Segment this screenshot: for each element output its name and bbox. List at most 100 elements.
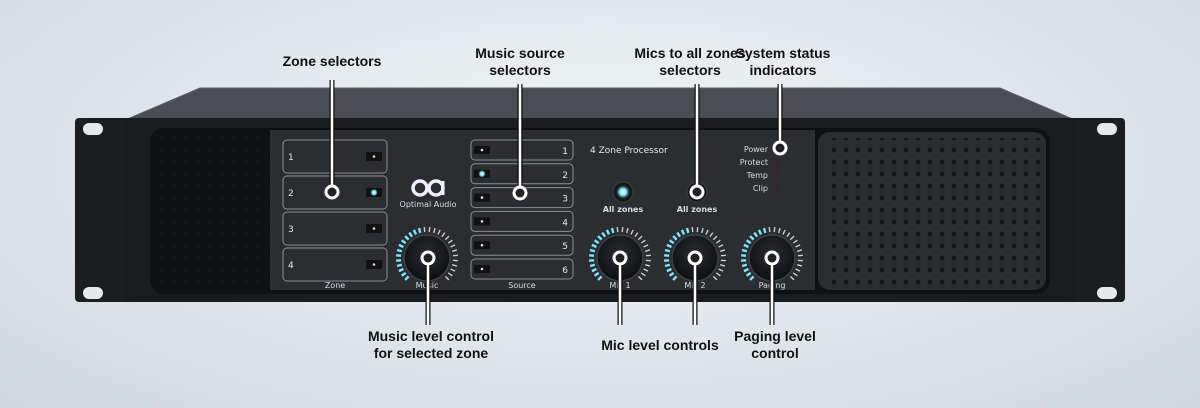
source-number: 1 — [562, 147, 568, 157]
leader-dot — [687, 250, 703, 266]
knob-tick — [786, 232, 791, 238]
status-led-icon — [774, 172, 780, 178]
knob-tick — [668, 239, 675, 245]
annotation-paging-level-2: control — [751, 345, 798, 361]
source-label: Source — [508, 281, 536, 290]
annotation-paging-level-1: Paging level — [734, 328, 816, 344]
knob-tick — [782, 229, 786, 235]
source-button-5[interactable]: 5 — [470, 234, 574, 256]
knob-tick — [676, 231, 682, 238]
knob-tick — [715, 272, 721, 277]
knob-tick — [637, 275, 643, 281]
knob-tick — [398, 243, 404, 249]
knob-tick — [412, 229, 418, 235]
chassis-top — [125, 88, 1075, 120]
knob-tick — [447, 272, 453, 277]
knob-tick — [626, 227, 629, 234]
knob-tick — [796, 264, 803, 267]
knob-tick — [672, 275, 678, 281]
knob-tick — [741, 263, 748, 268]
speaker-grille-right — [826, 138, 1040, 286]
knob-tick — [712, 275, 718, 281]
knob-tick — [796, 249, 803, 252]
rack-ear-right — [1065, 118, 1125, 302]
knob-tick — [601, 231, 607, 238]
knob-tick — [637, 235, 643, 241]
all-zones-label: All zones — [603, 205, 644, 214]
knob-tick — [447, 239, 453, 244]
source-button-6[interactable]: 6 — [470, 258, 574, 280]
zone-number: 2 — [288, 189, 294, 199]
knob-tick — [634, 232, 639, 238]
source-number: 5 — [562, 242, 568, 252]
knob-tick — [597, 275, 603, 281]
status-label: Clip — [753, 184, 768, 193]
brand-name: Optimal Audio — [400, 200, 457, 209]
status-indicator-clip: Clip — [753, 184, 780, 193]
source-led-icon — [480, 267, 484, 271]
zone-button-1[interactable]: 1 — [282, 139, 388, 174]
knob-tick — [789, 275, 795, 281]
annotation-mics-all-zones-1: Mics to all zones — [634, 45, 745, 61]
annotation-system-status-2: indicators — [750, 62, 817, 78]
knob-tick — [450, 268, 456, 272]
leader-dot — [324, 184, 340, 200]
knob-tick — [644, 249, 651, 252]
annotation-mics-all-zones-2: selectors — [659, 62, 721, 78]
knob-tick — [664, 248, 671, 253]
model-name: 4 Zone Processor — [590, 146, 668, 156]
all-zones-label: All zones — [677, 205, 718, 214]
knob-tick — [417, 227, 422, 234]
knob-tick — [712, 235, 718, 241]
zone-button-3[interactable]: 3 — [282, 211, 388, 246]
zone-label: Zone — [325, 281, 345, 290]
source-number: 6 — [562, 266, 568, 276]
annotation-music-level-2: for selected zone — [374, 345, 489, 361]
knob-tick — [433, 227, 436, 234]
source-led-icon — [480, 148, 484, 152]
knob-tick — [778, 227, 781, 234]
source-number: 3 — [562, 195, 568, 205]
knob-tick — [630, 229, 634, 235]
knob-tick — [705, 229, 709, 235]
knob-tick — [404, 275, 410, 281]
knob-tick — [396, 248, 403, 253]
knob-tick — [644, 264, 651, 267]
knob-tick — [666, 243, 672, 249]
knob-tick — [666, 267, 672, 273]
speaker-grille-left — [158, 136, 270, 286]
all-zones-button-1[interactable]: All zones — [603, 181, 644, 214]
knob-tick — [643, 244, 649, 248]
knob-tick — [745, 239, 752, 245]
status-indicator-temp: Temp — [746, 171, 780, 180]
zone-led-icon — [372, 155, 376, 158]
rack-ear-left — [75, 118, 135, 302]
knob-tick — [593, 271, 600, 277]
knob-tick — [643, 268, 649, 272]
source-led-icon — [480, 220, 484, 223]
zone-button-4[interactable]: 4 — [282, 247, 388, 282]
zone-number: 3 — [288, 225, 294, 235]
knob-tick — [597, 235, 603, 241]
zone-number: 4 — [288, 261, 294, 271]
knob-tick — [792, 272, 798, 277]
knob-tick — [444, 275, 450, 281]
knob-tick — [718, 244, 724, 248]
source-button-4[interactable]: 4 — [470, 210, 574, 232]
knob-tick — [792, 239, 798, 244]
knob-tick — [718, 268, 724, 272]
knob-tick — [795, 268, 801, 272]
knob-tick — [715, 239, 721, 244]
leader-dot — [772, 140, 788, 156]
knob-tick — [398, 267, 404, 273]
annotation-music-source-2: selectors — [489, 62, 551, 78]
knob-tick — [757, 229, 763, 235]
status-indicator-protect: Protect — [740, 158, 780, 167]
knob-tick — [605, 229, 611, 235]
knob-tick — [741, 248, 748, 253]
status-label: Protect — [740, 158, 768, 167]
source-number: 4 — [562, 218, 568, 228]
zone-led-icon — [370, 188, 378, 197]
knob-tick — [444, 235, 450, 241]
